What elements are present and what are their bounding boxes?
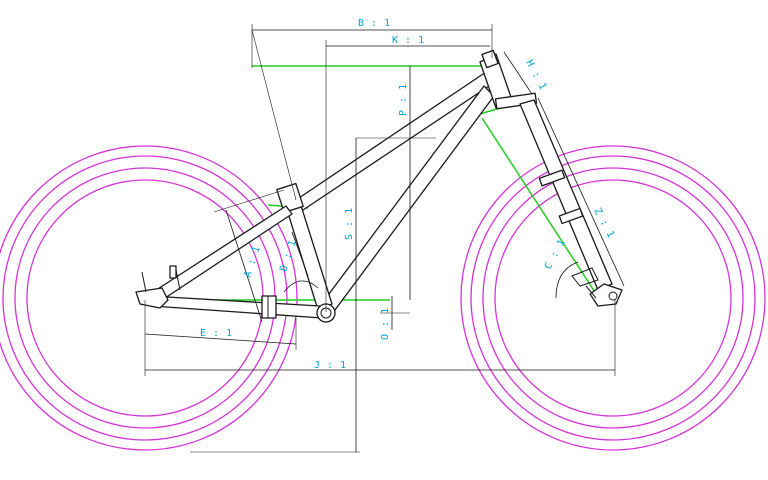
label-J: J : 1	[314, 360, 347, 371]
fork-stanchion	[519, 99, 613, 291]
down-tube	[319, 85, 495, 315]
label-K: K : 1	[392, 35, 425, 46]
label-S: S : 1	[344, 207, 355, 240]
rear-wheel	[0, 145, 298, 451]
front-wheel	[460, 145, 766, 451]
seat-stay	[149, 205, 293, 305]
label-D: D : 1	[278, 239, 299, 273]
fork-seal	[558, 207, 584, 225]
label-E: E : 1	[200, 328, 233, 339]
top-tube	[295, 71, 493, 213]
rear-dropout	[135, 287, 169, 309]
dimension-lines	[144, 24, 625, 453]
label-P: P : 1	[398, 83, 409, 116]
seat-collar	[276, 182, 304, 214]
fork-lower-top	[538, 169, 566, 187]
label-C: C : 1	[543, 237, 568, 271]
label-B: B : 1	[358, 18, 391, 29]
frame	[135, 49, 623, 323]
front-dropout	[589, 283, 623, 307]
label-O: O : 1	[380, 307, 391, 340]
